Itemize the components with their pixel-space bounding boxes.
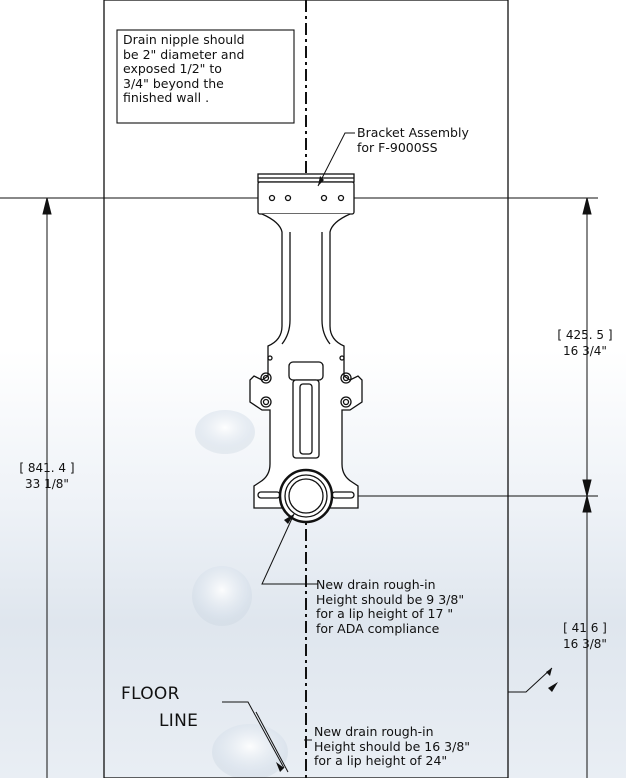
leader-arrowheads [276,176,558,772]
dimension-lower-right-metric: [ 41 6 ] [563,621,607,635]
left-dimension [42,197,52,778]
ada-roughin-note: New drain rough-in Height should be 9 3/… [316,577,465,636]
right-dimension-upper [582,197,592,497]
dimension-upper-right-metric: [ 425. 5 ] [557,328,613,342]
dimension-left: [ 841. 4 ] 33 1/8" [5,460,89,492]
dimension-upper-right-imperial: 16 3/4" [563,344,607,358]
leaders [222,132,553,773]
right-dimension-lower [582,495,592,778]
bracket-assembly-label: Bracket Assembly for F-9000SS [357,125,469,155]
standard-roughin-note: New drain rough-in Height should be 16 3… [314,724,471,768]
dimension-left-metric: [ 841. 4 ] [19,461,75,475]
dimension-left-imperial: 33 1/8" [25,477,69,491]
water-drops-decoration [192,410,288,778]
dimension-lower-right: [ 41 6 ] 16 3/8" [548,620,622,652]
dimension-lower-right-imperial: 16 3/8" [563,637,607,651]
line-label: LINE [159,711,199,731]
drain-nipple-note: Drain nipple should be 2" diameter and e… [123,32,245,105]
floor-label: FLOOR [121,684,180,704]
dimension-upper-right: [ 425. 5 ] 16 3/4" [548,327,622,359]
note-box [116,29,295,124]
wall-panel [103,0,509,778]
bracket-assembly [249,173,363,524]
